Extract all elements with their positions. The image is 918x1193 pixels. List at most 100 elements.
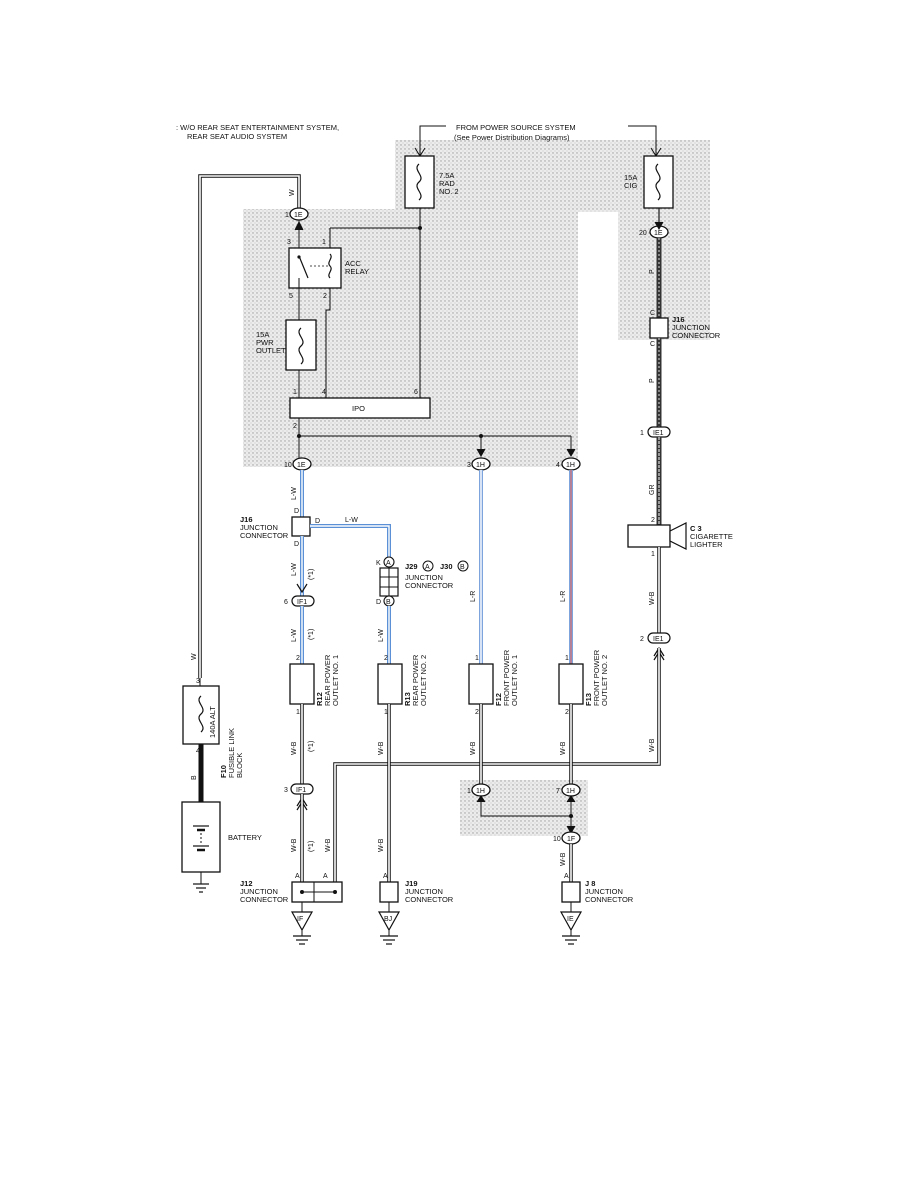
arrow-3-1h bbox=[476, 448, 486, 458]
j8-id: J 8 bbox=[585, 879, 595, 888]
note-1: (*1) bbox=[308, 569, 315, 580]
f12-id: F12 bbox=[494, 693, 503, 706]
r13-line1: REAR POWER bbox=[411, 654, 420, 706]
j16-top-id: J16 bbox=[672, 315, 685, 324]
f12-line1: FRONT POWER bbox=[502, 649, 511, 706]
junction-dot bbox=[297, 434, 301, 438]
pin-ipo-6: 6 bbox=[414, 389, 418, 396]
pin-j12-a2: A bbox=[323, 873, 328, 880]
j29-legend-a bbox=[422, 560, 434, 572]
wire-relay-2-ipo bbox=[325, 300, 331, 398]
fuse-pwr-line2: PWR bbox=[256, 338, 274, 347]
pin-relay-1: 1 bbox=[322, 239, 326, 246]
j16-left-line2: CONNECTOR bbox=[240, 531, 289, 540]
j12-line2: CONNECTOR bbox=[240, 895, 289, 904]
outlet-r12 bbox=[289, 663, 315, 705]
wire-label-lw-1: L-W bbox=[291, 487, 298, 500]
r12-line2: OUTLET NO. 1 bbox=[331, 655, 340, 706]
r12-line1: REAR POWER bbox=[323, 654, 332, 706]
j16-left-id: J16 bbox=[240, 515, 253, 524]
terminal-1e-top-label: 1E bbox=[294, 212, 303, 219]
fuse-rad-line1: 7.5A bbox=[439, 171, 454, 180]
f10-line1: FUSIBLE LINK bbox=[227, 728, 236, 778]
pin-r12-1: 1 bbox=[296, 709, 300, 716]
header-source-line2: (See Power Distribution Diagrams) bbox=[454, 133, 570, 142]
pin-f13-1: 1 bbox=[565, 655, 569, 662]
relay-label-line2: RELAY bbox=[345, 267, 369, 276]
pin-j16-d-top: D bbox=[294, 508, 299, 515]
pin-d: D bbox=[376, 599, 381, 606]
wire-label-wb-j19: W-B bbox=[378, 838, 385, 852]
pin-j8-a: A bbox=[564, 873, 569, 880]
r12-id: R12 bbox=[315, 692, 324, 706]
pin-1h-1: 1 bbox=[467, 788, 471, 795]
pin-if1-6: 6 bbox=[284, 599, 288, 606]
connector-j19 bbox=[379, 881, 399, 903]
j29-legend-a-text: A bbox=[425, 564, 430, 571]
j30-id: J30 bbox=[440, 562, 453, 571]
j30-legend-b bbox=[457, 560, 469, 572]
pin-r13-2: 2 bbox=[384, 655, 388, 662]
j8-line2: CONNECTOR bbox=[585, 895, 634, 904]
j30-b-inner: B bbox=[386, 599, 391, 606]
pin-f10-4: 4 bbox=[196, 748, 200, 755]
j12-id: J12 bbox=[240, 879, 253, 888]
pin-f13-2: 2 bbox=[565, 709, 569, 716]
terminal-1h-a-label: 1H bbox=[476, 462, 485, 469]
arrow-4-1h bbox=[566, 448, 576, 458]
f13-line2: OUTLET NO. 2 bbox=[600, 655, 609, 706]
wire-label-gr: GR bbox=[649, 485, 656, 496]
wire-label-wb-f12: W-B bbox=[470, 741, 477, 755]
ipo-block bbox=[289, 397, 431, 419]
terminal-1f-j8-label: 1F bbox=[567, 836, 575, 843]
fuse-rad-line2: RAD bbox=[439, 179, 455, 188]
wire-label-wb-j12b: W-B bbox=[325, 838, 332, 852]
pin-j16-c-bot: C bbox=[650, 341, 655, 348]
wire-wb-bus-inner bbox=[334, 648, 660, 882]
wire-label-lr-2: L-R bbox=[560, 591, 567, 602]
note-3: (*1) bbox=[308, 741, 315, 752]
f10-line2: BLOCK bbox=[235, 753, 244, 778]
pin-3-1h: 3 bbox=[467, 462, 471, 469]
outlet-f12 bbox=[468, 663, 494, 705]
ground-bj-symbol bbox=[377, 911, 401, 932]
wire-label-wb-right: W-B bbox=[649, 738, 656, 752]
connector-j16-left bbox=[291, 516, 311, 537]
c3-line1: CIGARETTE bbox=[690, 532, 733, 541]
pin-ipo-2: 2 bbox=[293, 423, 297, 430]
fuse-pwr-outlet-icon bbox=[298, 327, 304, 365]
j29-a-inner: A bbox=[386, 560, 391, 567]
c3-id: C 3 bbox=[690, 524, 702, 533]
terminal-1h-b-label: 1H bbox=[566, 462, 575, 469]
j16-top-line2: CONNECTOR bbox=[672, 331, 721, 340]
pin-j16-c-top: C bbox=[650, 310, 655, 317]
pin-r12-2: 2 bbox=[296, 655, 300, 662]
pin-1h-7: 7 bbox=[556, 788, 560, 795]
wire-1h-link bbox=[480, 802, 571, 817]
ground-ie-label: IE bbox=[567, 916, 574, 923]
pin-r13-1: 1 bbox=[384, 709, 388, 716]
r13-line2: OUTLET NO. 2 bbox=[419, 655, 428, 706]
j30-legend-b-text: B bbox=[460, 564, 465, 571]
pin-j16-d-bot: D bbox=[294, 541, 299, 548]
wire-label-lw-horiz: L-W bbox=[345, 517, 358, 524]
wire-label-lw-2: L-W bbox=[291, 563, 298, 576]
header-source-line1: FROM POWER SOURCE SYSTEM bbox=[456, 123, 576, 132]
wire-label-wb-f13: W-B bbox=[560, 741, 567, 755]
terminal-ie1-b-label: IE1 bbox=[653, 636, 664, 643]
pin-f10-3: 3 bbox=[196, 678, 200, 685]
pin-c3-1: 1 bbox=[651, 551, 655, 558]
pin-10-1e: 10 bbox=[284, 462, 292, 469]
outlet-r13 bbox=[377, 663, 403, 705]
junction-dot bbox=[418, 226, 422, 230]
wire-label-lw-4: L-W bbox=[378, 629, 385, 642]
terminal-if1-a-label: IF1 bbox=[297, 599, 307, 606]
cigarette-lighter bbox=[627, 524, 671, 548]
pin-ie1-1: 1 bbox=[640, 430, 644, 437]
pin-if1-3: 3 bbox=[284, 787, 288, 794]
connector-j8 bbox=[561, 881, 581, 903]
j29-id: J29 bbox=[405, 562, 418, 571]
connector-j16-top bbox=[649, 317, 669, 339]
fusible-link-icon bbox=[198, 695, 204, 733]
pin-relay-5: 5 bbox=[289, 293, 293, 300]
